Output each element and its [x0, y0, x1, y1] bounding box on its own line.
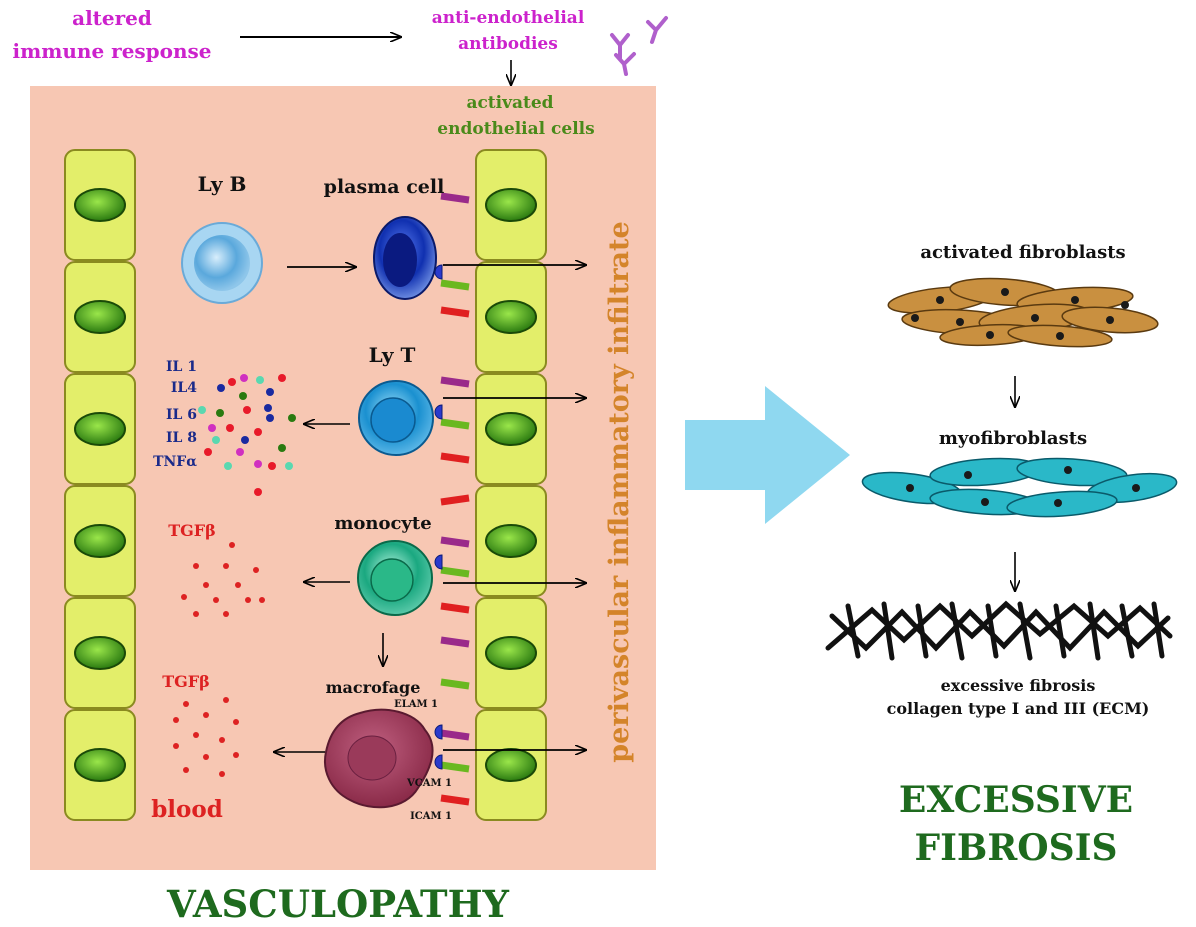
- endothelial-cell: [64, 597, 136, 709]
- elam-receptor: [440, 192, 470, 204]
- plasma-cell-label: plasma cell: [324, 176, 445, 198]
- elam-label: ELAM 1: [394, 699, 438, 710]
- elam-receptor: [440, 536, 470, 548]
- perivascular-infiltrate-label: perivascular inflammatory infiltrate: [604, 221, 635, 762]
- blood-label: blood: [151, 796, 223, 823]
- tgfb-label: TGFβ: [162, 672, 210, 691]
- tgfb-dots: [181, 542, 265, 617]
- cell-ligands: [434, 264, 443, 770]
- vasculopathy-title: VASCULOPATHY: [166, 882, 510, 926]
- activated-fibroblasts-cluster: [887, 277, 1159, 348]
- tgfb-dots: [173, 697, 239, 777]
- collagen-label: collagen type I and III (ECM): [887, 699, 1150, 718]
- svg-text:IL 6: IL 6: [166, 407, 197, 423]
- endothelial-cell: [64, 373, 136, 485]
- svg-text:EXCESSIVE: EXCESSIVE: [899, 779, 1133, 821]
- endothelial-cell: [475, 149, 547, 261]
- svg-text:endothelial cells: endothelial cells: [437, 119, 594, 139]
- icam-receptor: [440, 306, 470, 318]
- vcam-receptor: [440, 761, 470, 773]
- endothelial-cell: [64, 149, 136, 261]
- adhesion-receptors: [440, 192, 470, 806]
- endothelial-cell: [64, 261, 136, 373]
- icam-receptor: [440, 602, 470, 614]
- icam-receptor: [440, 794, 470, 806]
- left-endothelial-wall: [64, 149, 136, 821]
- endothelial-cell: [64, 485, 136, 597]
- excessive-fibrosis-label: excessive fibrosis: [941, 676, 1096, 695]
- svg-text:antibodies: antibodies: [458, 34, 558, 54]
- progression-arrow: [685, 386, 850, 524]
- icam-label: ICAM 1: [410, 811, 452, 822]
- vcam-receptor: [440, 678, 470, 690]
- endothelial-cell: [64, 709, 136, 821]
- vcam-label: VCAM 1: [406, 778, 452, 789]
- monocyte-label: monocyte: [334, 513, 431, 534]
- svg-text:TNFα: TNFα: [153, 454, 197, 470]
- macrofage-cell: [324, 708, 434, 809]
- ly-b-label: Ly B: [198, 172, 247, 196]
- svg-text:IL 8: IL 8: [166, 430, 197, 446]
- activated-endothelial-cells-label: activated endothelial cells: [437, 93, 594, 139]
- svg-text:IL 1: IL 1: [166, 359, 197, 375]
- altered-immune-response-label: altered immune response: [12, 6, 211, 63]
- activated-fibroblasts-label: activated fibroblasts: [920, 242, 1125, 263]
- antibody-icon: [610, 16, 668, 76]
- elam-receptor: [440, 636, 470, 648]
- vcam-receptor: [440, 566, 470, 578]
- endothelial-cell: [475, 709, 547, 821]
- vcam-receptor: [440, 279, 470, 291]
- cytokine-labels: IL 1 IL4 IL 6 IL 8 TNFα: [153, 359, 197, 470]
- icam-receptor: [440, 494, 470, 506]
- cytokine-dots: [198, 374, 296, 496]
- elam-receptor: [440, 729, 470, 741]
- elam-receptor: [440, 376, 470, 388]
- endothelial-cell: [475, 261, 547, 373]
- svg-text:immune response: immune response: [12, 39, 211, 63]
- macrofage-label: macrofage: [326, 678, 421, 697]
- myofibroblasts-cluster: [861, 457, 1178, 518]
- anti-endothelial-antibodies-label: anti-endothelial antibodies: [432, 8, 585, 54]
- svg-text:activated: activated: [466, 93, 553, 113]
- icam-receptor: [440, 452, 470, 464]
- monocyte-cell: [357, 540, 433, 616]
- svg-text:altered: altered: [72, 6, 152, 30]
- plasma-cell: [373, 216, 437, 300]
- vcam-receptor: [440, 418, 470, 430]
- svg-text:anti-endothelial: anti-endothelial: [432, 8, 585, 28]
- ly-t-cell: [358, 380, 434, 456]
- svg-text:IL4: IL4: [171, 380, 197, 396]
- svg-text:FIBROSIS: FIBROSIS: [915, 827, 1118, 869]
- ly-b-cell: [181, 222, 263, 304]
- endothelial-cell: [475, 485, 547, 597]
- ly-t-label: Ly T: [369, 343, 416, 367]
- endothelial-cell: [475, 597, 547, 709]
- right-endothelial-wall: [475, 149, 547, 821]
- collagen-mesh: [825, 600, 1173, 661]
- endothelial-cell: [475, 373, 547, 485]
- excessive-fibrosis-title: EXCESSIVE FIBROSIS: [899, 779, 1133, 869]
- myofibroblasts-label: myofibroblasts: [939, 428, 1087, 449]
- tgfb-label: TGFβ: [168, 521, 216, 540]
